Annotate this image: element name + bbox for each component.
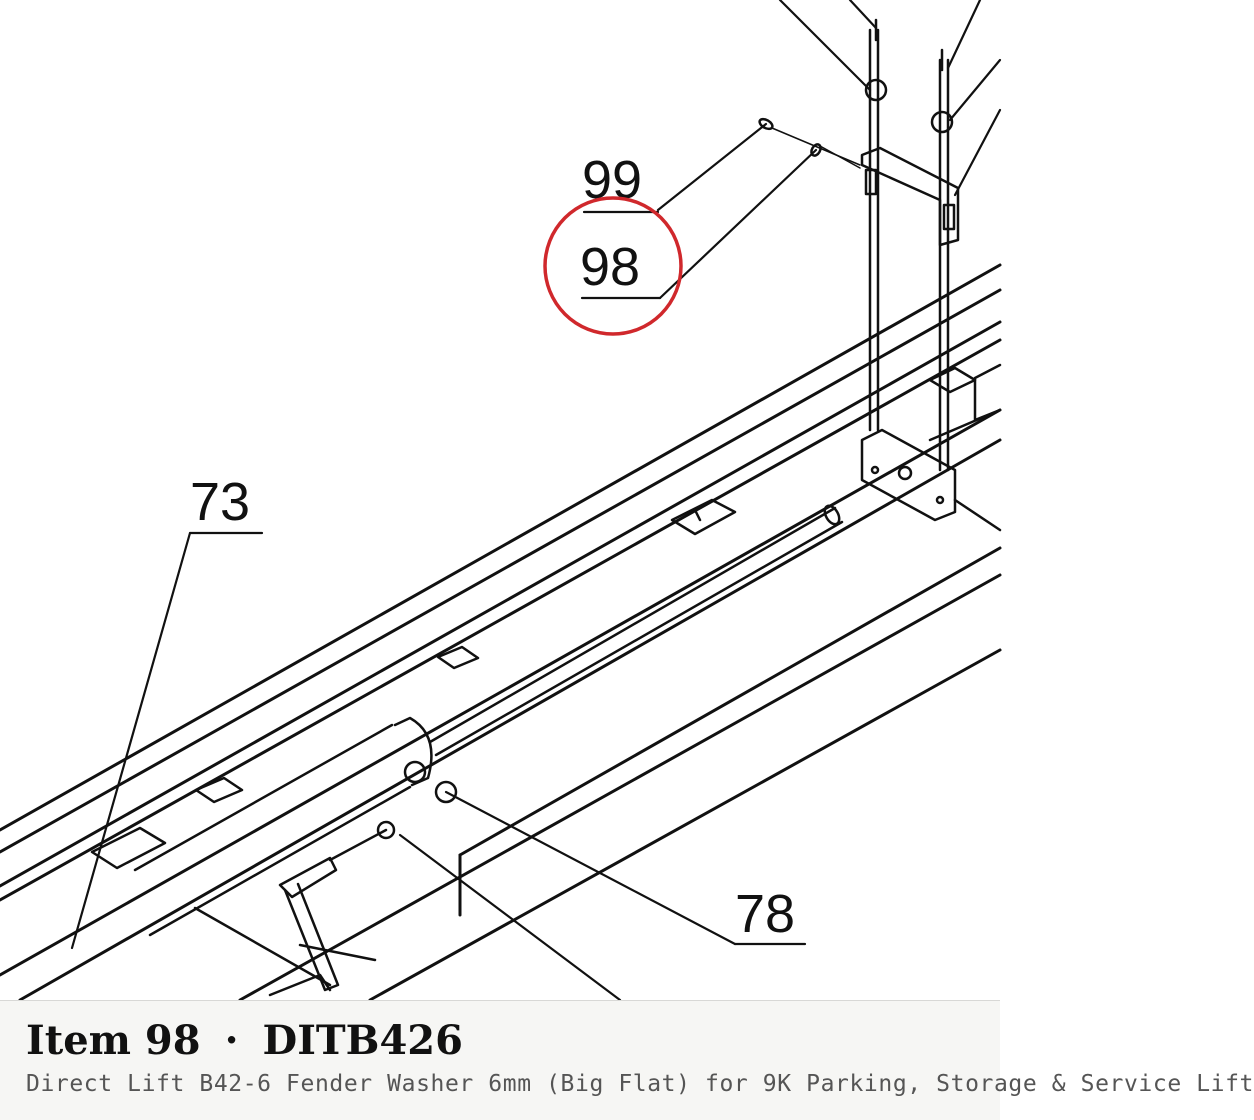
part-description: Direct Lift B42-6 Fender Washer 6mm (Big… (26, 1071, 1254, 1097)
title-separator: · (224, 1017, 239, 1064)
callout-78: 78 (735, 884, 795, 944)
callout-98: 98 (580, 237, 640, 297)
exploded-parts-drawing: 99 98 73 78 (0, 0, 1002, 1002)
rail-pads (90, 498, 737, 870)
callout-73: 73 (190, 472, 250, 532)
washer-parts (758, 117, 861, 169)
part-title: Item 98 · DITB426 (26, 1017, 463, 1064)
part-number: DITB426 (262, 1017, 463, 1064)
drawing-canvas: 99 98 73 78 (0, 0, 1002, 1002)
frame-rails (0, 263, 1002, 1002)
crank-handle (193, 856, 377, 997)
cylinder-shaft (133, 504, 844, 937)
highlight-circle-98 (543, 196, 683, 336)
item-label: Item 98 (26, 1017, 201, 1064)
leader-lines (70, 0, 1002, 1002)
part-caption-bar: Item 98 · DITB426 Direct Lift B42-6 Fender… (0, 1000, 1253, 1120)
vertical-bracket-assembly (860, 18, 1002, 532)
